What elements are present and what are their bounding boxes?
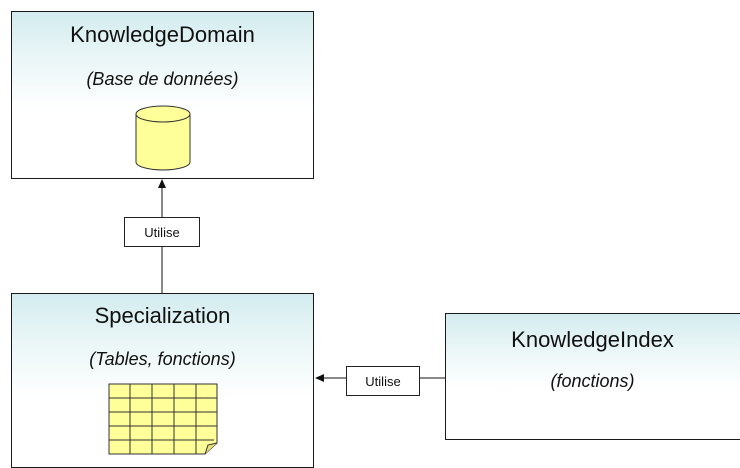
edge-label-specialization-to-domain: Utilise	[124, 217, 200, 247]
knowledge-index-subtitle: (fonctions)	[550, 371, 635, 391]
knowledge-index-title: KnowledgeIndex	[511, 327, 674, 352]
edge-label-index-to-specialization: Utilise	[346, 366, 420, 396]
specialization-node: Specialization (Tables, fonctions)	[11, 293, 314, 468]
arrowhead-left	[315, 374, 324, 382]
knowledge-domain-subtitle: (Base de données)	[86, 69, 239, 89]
specialization-title: Specialization	[94, 303, 231, 328]
table-icon	[108, 383, 218, 455]
specialization-subtitle: (Tables, fonctions)	[89, 349, 236, 369]
knowledge-domain-node: KnowledgeDomain (Base de données)	[11, 11, 314, 179]
arrowhead-up	[158, 179, 166, 188]
knowledge-index-node: KnowledgeIndex (fonctions)	[445, 313, 740, 440]
database-icon	[135, 105, 191, 171]
knowledge-domain-title: KnowledgeDomain	[70, 22, 255, 47]
